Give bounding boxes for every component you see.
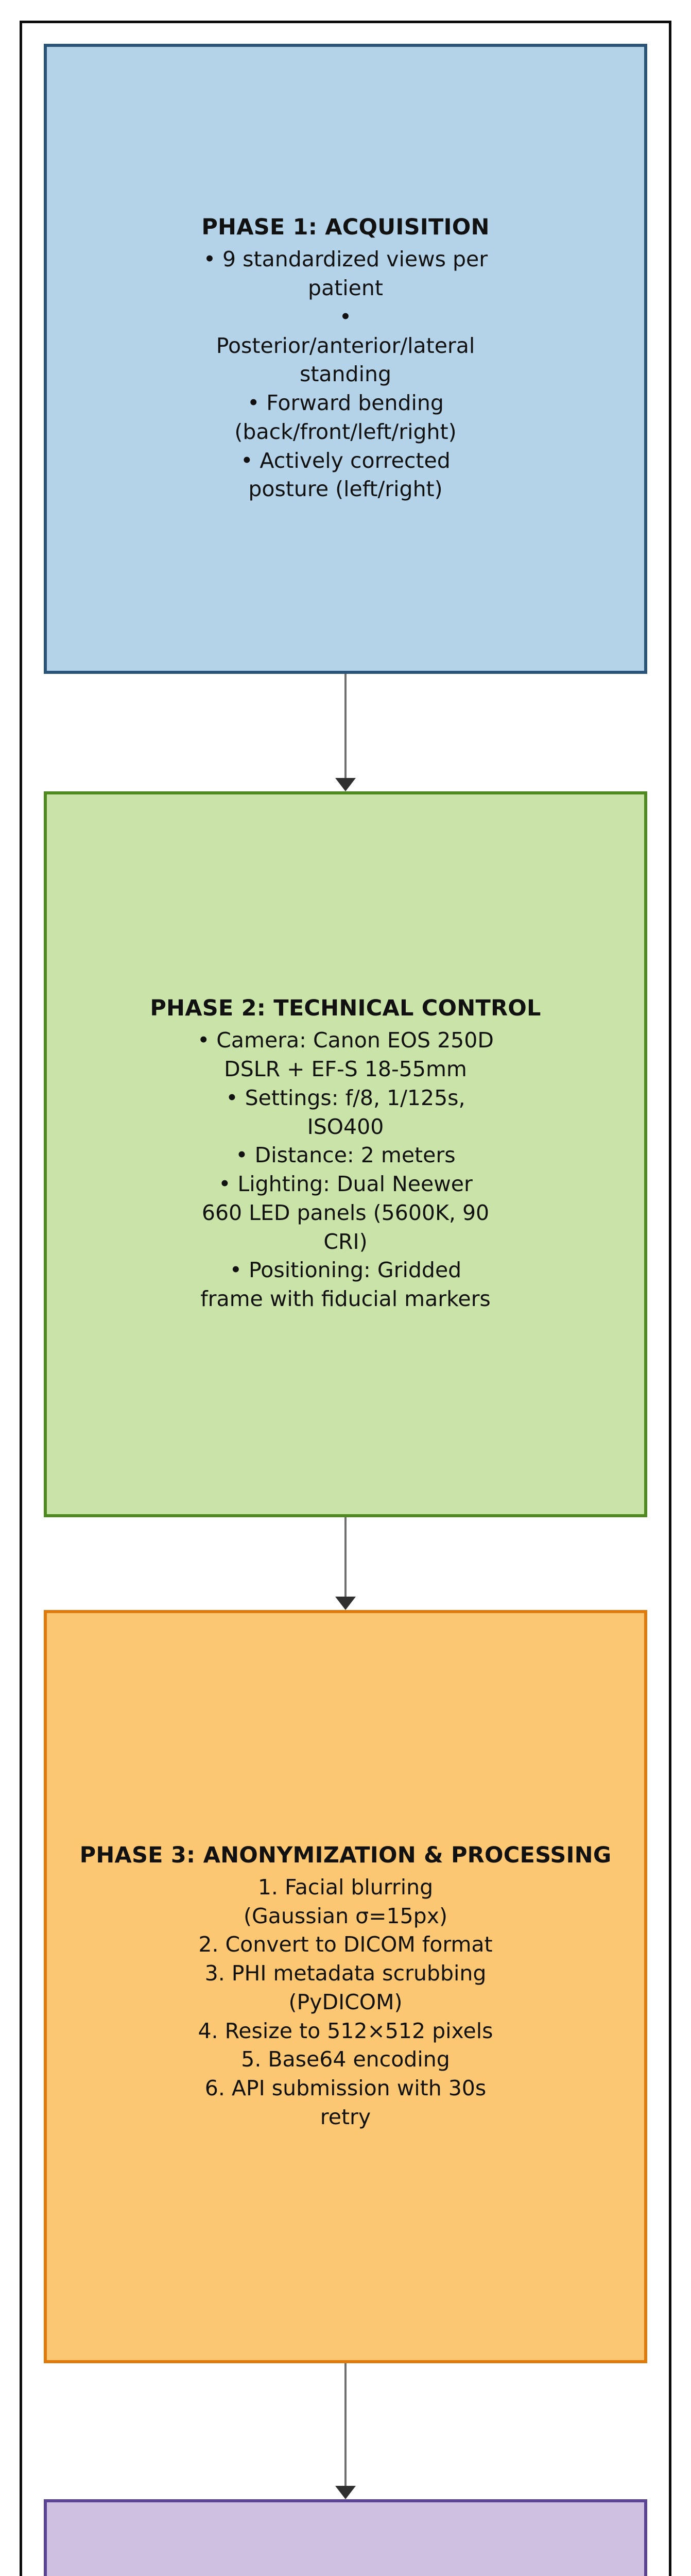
flow-node-line: 1. Facial blurring bbox=[257, 1874, 434, 1900]
flow-node-line: 6. API submission with 30s bbox=[204, 2076, 487, 2101]
flow-node-line: (PyDICOM) bbox=[288, 1989, 403, 2014]
arrow-stem bbox=[344, 1517, 347, 1597]
flow-node-line: frame with fiducial markers bbox=[200, 1286, 491, 1312]
arrow-stem bbox=[344, 673, 347, 778]
flowchart-container: PHASE 1: ACQUISITION • 9 standardized vi… bbox=[22, 23, 669, 2576]
flow-node-phase-3[interactable]: PHASE 3: ANONYMIZATION & PROCESSING 1. F… bbox=[44, 1609, 647, 2364]
diagram-outer-frame: PHASE 1: ACQUISITION • 9 standardized vi… bbox=[20, 21, 671, 2576]
flow-node-title: PHASE 1: ACQUISITION bbox=[201, 214, 490, 241]
flow-node-line: 5. Base64 encoding bbox=[241, 2047, 450, 2072]
flow-node-line: 2. Convert to DICOM format bbox=[198, 1932, 493, 1957]
flow-node-line: • Lighting: Dual Neewer bbox=[218, 1172, 473, 1197]
flow-node-line: • Positioning: Gridded bbox=[229, 1258, 462, 1283]
arrow-head-icon bbox=[335, 777, 356, 791]
flow-node-title: PHASE 2: TECHNICAL CONTROL bbox=[150, 995, 541, 1022]
arrow-phase2-to-phase3 bbox=[44, 1517, 647, 1610]
flow-node-line: DSLR + EF-S 18-55mm bbox=[224, 1057, 467, 1082]
flow-node-line: Posterior/anterior/lateral bbox=[216, 333, 475, 358]
arrow-head-icon bbox=[335, 2486, 356, 2500]
arrow-phase1-to-phase2 bbox=[44, 673, 647, 791]
flow-node-line: CRI) bbox=[323, 1229, 368, 1254]
flow-node-line: retry bbox=[320, 2104, 371, 2129]
flow-node-body: • Camera: Canon EOS 250D DSLR + EF-S 18-… bbox=[60, 1026, 631, 1314]
flow-node-line: ISO400 bbox=[307, 1114, 384, 1139]
flow-node-line: (Gaussian σ=15px) bbox=[244, 1903, 447, 1928]
flow-node-line: • Settings: f/8, 1/125s, bbox=[226, 1085, 465, 1110]
flow-node-line: 4. Resize to 512×512 pixels bbox=[198, 2018, 493, 2043]
flow-node-line: standing bbox=[300, 362, 391, 387]
arrow-phase3-to-quality bbox=[44, 2363, 647, 2500]
flow-node-line: • 9 standardized views per bbox=[203, 247, 488, 272]
flow-node-body: 1. Facial blurring (Gaussian σ=15px) 2. … bbox=[60, 1873, 631, 2132]
flow-node-line: • bbox=[339, 304, 352, 329]
flow-node-phase-1[interactable]: PHASE 1: ACQUISITION • 9 standardized vi… bbox=[44, 44, 647, 674]
flow-node-line: 660 LED panels (5600K, 90 bbox=[201, 1200, 490, 1225]
flow-node-line: • Actively corrected bbox=[240, 448, 451, 473]
arrow-head-icon bbox=[335, 1596, 356, 1610]
flow-node-line: 3. PHI metadata scrubbing bbox=[204, 1961, 487, 1986]
flow-node-body: • 9 standardized views per patient • Pos… bbox=[60, 245, 631, 504]
flow-node-line: • Distance: 2 meters bbox=[235, 1143, 456, 1168]
flow-node-line: • Forward bending bbox=[247, 391, 444, 416]
flow-node-quality-assessment[interactable]: QUALITY ASSESSMENT • Dedicated quality c… bbox=[44, 2499, 647, 2576]
arrow-stem bbox=[344, 2363, 347, 2486]
flow-node-line: • Camera: Canon EOS 250D bbox=[197, 1028, 494, 1053]
flow-node-line: posture (left/right) bbox=[248, 477, 443, 502]
flow-node-line: (back/front/left/right) bbox=[234, 419, 457, 444]
flow-node-line: patient bbox=[308, 276, 383, 301]
flow-node-title: PHASE 3: ANONYMIZATION & PROCESSING bbox=[79, 1842, 612, 1869]
flow-node-phase-2[interactable]: PHASE 2: TECHNICAL CONTROL • Camera: Can… bbox=[44, 791, 647, 1517]
